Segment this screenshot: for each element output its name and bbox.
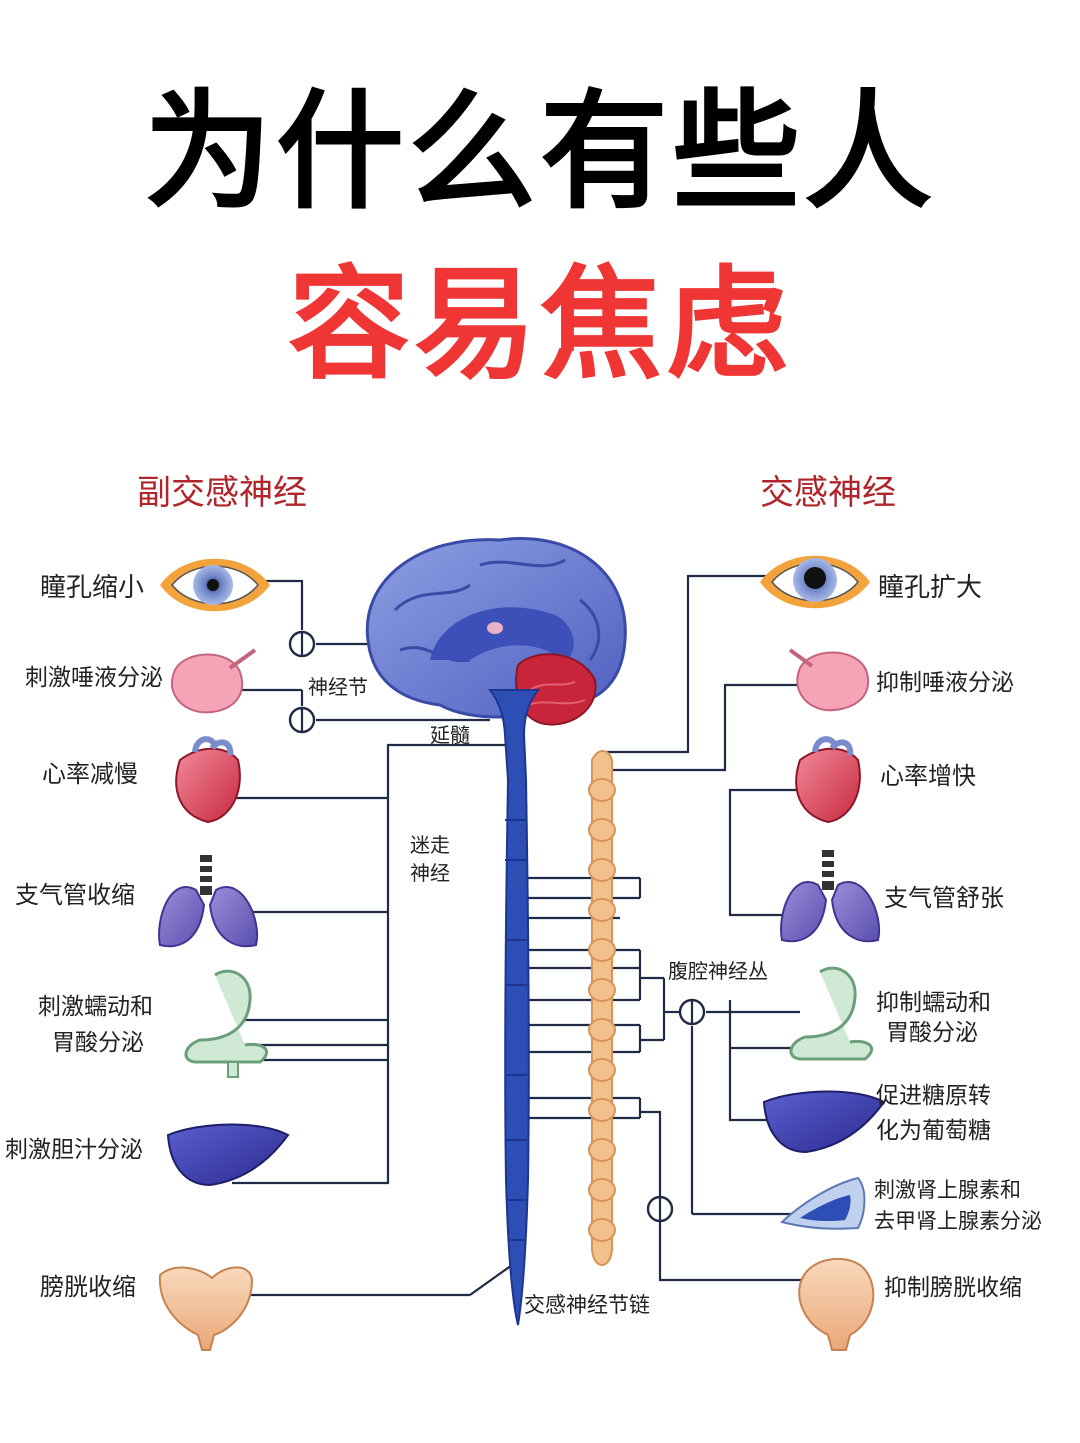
label-vagus-2: 神经 [410,861,450,885]
label-glycogen-1: 促进糖原转 [876,1083,991,1109]
label-inhibit-saliva: 抑制唾液分泌 [876,670,1014,696]
label-inhibit-peristalsis-2: 胃酸分泌 [886,1020,978,1046]
label-stimulate-saliva: 刺激唾液分泌 [25,665,163,691]
label-stimulate-peristalsis-1: 刺激蠕动和 [38,994,153,1020]
sympathetic-connectors [512,574,820,1282]
heart-icon [795,736,861,824]
spinal-cord-icon [487,689,541,1326]
bladder-icon [158,1266,254,1351]
label-pupil-constrict: 瞳孔缩小 [40,573,144,603]
eye-icon [160,558,270,612]
label-inhibit-peristalsis-1: 抑制蠕动和 [876,990,991,1016]
label-ganglion: 神经节 [308,675,368,699]
sympathetic-labels: 瞳孔扩大 抑制唾液分泌 心率增快 支气管舒张 抑制蠕动和 胃酸分泌 促进糖原转 … [874,573,1042,1301]
label-glycogen-2: 化为葡萄糖 [876,1118,991,1144]
stomach-icon [789,966,873,1061]
label-bronchi-constrict: 支气管收缩 [15,881,135,909]
label-bronchi-dilate: 支气管舒张 [884,884,1004,912]
label-adrenaline-2: 去甲肾上腺素分泌 [874,1209,1042,1233]
sympathetic-chain-icon [588,750,616,1266]
label-medulla: 延髓 [430,723,470,747]
sympathetic-header: 交感神经 [760,473,896,513]
stomach-icon [184,969,268,1078]
label-adrenaline-1: 刺激肾上腺素和 [874,1178,1021,1202]
label-celiac-plexus: 腹腔神经丛 [668,959,768,983]
eye-icon [760,555,870,609]
label-sympathetic-chain: 交感神经节链 [524,1293,650,1317]
label-stimulate-peristalsis-2: 胃酸分泌 [52,1030,144,1056]
salivary-gland-icon [788,648,869,712]
adrenal-gland-icon [780,1176,866,1230]
label-bladder-contract: 膀胱收缩 [40,1273,136,1301]
brain-icon [365,537,627,726]
label-vagus-1: 迷走 [410,833,450,857]
liver-icon [166,1123,290,1187]
label-pupil-dilate: 瞳孔扩大 [878,573,982,603]
title-line-2: 容易焦虑 [288,254,792,396]
parasympathetic-connectors [216,579,513,1297]
parasympathetic-header: 副交感神经 [137,473,307,513]
label-heart-slow: 心率减慢 [42,760,138,788]
lungs-icon [158,855,259,948]
liver-icon [762,1090,886,1154]
lungs-icon [780,850,881,943]
label-inhibit-bladder: 抑制膀胱收缩 [884,1275,1022,1301]
label-stimulate-bile: 刺激胆汁分泌 [5,1137,143,1163]
heart-icon [175,736,241,824]
bladder-icon [798,1257,875,1351]
parasympathetic-labels: 瞳孔缩小 刺激唾液分泌 心率减慢 支气管收缩 刺激蠕动和 胃酸分泌 刺激胆汁分泌… [5,573,163,1301]
salivary-gland-icon [170,648,257,714]
label-heart-fast: 心率增快 [880,762,976,790]
title-line-1: 为什么有些人 [143,78,936,227]
center-labels: 神经节 延髓 迷走 神经 腹腔神经丛 交感神经节链 [308,675,768,1317]
